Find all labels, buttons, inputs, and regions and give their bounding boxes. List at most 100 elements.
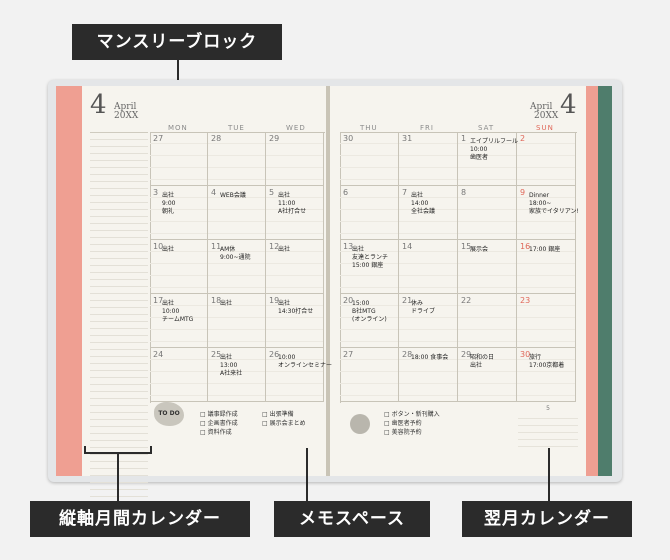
day-number: 30 <box>520 350 531 359</box>
vertical-calendar-row <box>90 182 148 189</box>
weekday-thu: THU <box>360 124 378 132</box>
day-cell: 28 <box>208 132 266 186</box>
vertical-calendar-row <box>90 364 148 371</box>
day-number: 15 <box>461 242 472 251</box>
handwritten-note: 出社 14:00 全社会議 <box>411 192 436 215</box>
notebook-spine <box>326 86 330 476</box>
right-month-number: 4 <box>560 90 577 120</box>
label-monthly-block: マンスリーブロック <box>72 24 282 60</box>
weekday-fri: FRI <box>420 124 434 132</box>
memo-item: □ 展示会まとめ <box>262 420 306 427</box>
vertical-calendar-row <box>90 245 148 252</box>
day-number: 7 <box>402 188 408 197</box>
vertical-calendar-row <box>90 427 148 434</box>
memo-item: □ 美容院予約 <box>384 429 422 436</box>
vertical-month-calendar <box>90 132 148 497</box>
day-number: 27 <box>153 134 164 143</box>
vertical-calendar-row <box>90 147 148 154</box>
vertical-calendar-row <box>90 371 148 378</box>
day-number: 31 <box>402 134 413 143</box>
mini-calendar-row <box>518 440 578 447</box>
day-number: 30 <box>343 134 354 143</box>
memo-checklist-left-2: □ 出張準備 □ 展示会まとめ <box>262 410 306 428</box>
handwritten-note: 昭和の日 出社 <box>470 354 495 369</box>
day-number: 21 <box>402 296 413 305</box>
memo-item: □ 出張準備 <box>262 411 294 418</box>
vertical-calendar-row <box>90 336 148 343</box>
vertical-calendar-row <box>90 469 148 476</box>
memo-item: □ 資料作成 <box>200 429 232 436</box>
day-number: 29 <box>461 350 472 359</box>
vertical-calendar-row <box>90 189 148 196</box>
vertical-calendar-row <box>90 161 148 168</box>
handwritten-note: 15:00 B社MTG (オンライン) <box>352 300 387 323</box>
vertical-calendar-row <box>90 357 148 364</box>
day-number: 19 <box>269 296 280 305</box>
handwritten-note: WEB会議 <box>220 192 246 199</box>
handwritten-note: エイプリルフール 10:00 歯医者 <box>470 138 519 161</box>
vertical-calendar-row <box>90 315 148 322</box>
day-cell: 24 <box>150 348 208 402</box>
day-cell: 14 <box>399 240 458 294</box>
memo-item: □ 歯医者予約 <box>384 420 422 427</box>
day-number: 9 <box>520 188 526 197</box>
label-memo-space: メモスペース <box>274 501 430 537</box>
left-colored-edge <box>56 86 82 476</box>
day-number: 27 <box>343 350 354 359</box>
day-number: 6 <box>343 188 349 197</box>
day-cell: 27 <box>340 348 399 402</box>
day-number: 8 <box>461 188 467 197</box>
vertical-calendar-row <box>90 301 148 308</box>
mini-calendar-row <box>518 412 578 419</box>
weekday-sat: SAT <box>478 124 495 132</box>
handwritten-note: 10:00 オンラインセミナー <box>278 354 333 369</box>
handwritten-note: 出社 11:00 A社打合せ <box>278 192 307 215</box>
vertical-calendar-row <box>90 252 148 259</box>
vertical-calendar-row <box>90 378 148 385</box>
vertical-calendar-row <box>90 294 148 301</box>
day-number: 22 <box>461 296 472 305</box>
mini-calendar-row <box>518 419 578 426</box>
mini-calendar-month: 5 <box>546 405 550 412</box>
vertical-calendar-row <box>90 441 148 448</box>
handwritten-note: 旅行 17:00京都着 <box>529 354 565 369</box>
todo-sticker: TO DO <box>154 402 184 426</box>
handwritten-note: 17:00 銀座 <box>529 246 561 253</box>
vertical-calendar-row <box>90 490 148 497</box>
day-number: 10 <box>153 242 164 251</box>
day-number: 18 <box>211 296 222 305</box>
label-vertical-calendar: 縦軸月間カレンダー <box>30 501 250 537</box>
day-number: 17 <box>153 296 164 305</box>
vertical-calendar-row <box>90 273 148 280</box>
day-cell: 8 <box>458 186 517 240</box>
day-number: 4 <box>211 188 217 197</box>
leader-vertical-calendar <box>117 454 119 502</box>
vertical-calendar-row <box>90 210 148 217</box>
vertical-calendar-row <box>90 462 148 469</box>
handwritten-note: AM休 9:00~通院 <box>220 246 251 261</box>
day-number: 28 <box>211 134 222 143</box>
day-number: 3 <box>153 188 159 197</box>
day-cell: 27 <box>150 132 208 186</box>
vertical-calendar-row <box>90 154 148 161</box>
leader-next-month-calendar <box>548 448 550 502</box>
day-number: 23 <box>520 296 531 305</box>
vertical-calendar-row <box>90 420 148 427</box>
bracket-vertical-calendar <box>84 452 152 454</box>
day-cell: 23 <box>517 294 576 348</box>
day-cell: 30 <box>340 132 399 186</box>
vertical-calendar-row <box>90 168 148 175</box>
day-number: 24 <box>153 350 164 359</box>
next-month-mini-calendar: 5 <box>518 406 578 447</box>
day-number: 13 <box>343 242 354 251</box>
day-number: 12 <box>269 242 280 251</box>
vertical-calendar-row <box>90 217 148 224</box>
